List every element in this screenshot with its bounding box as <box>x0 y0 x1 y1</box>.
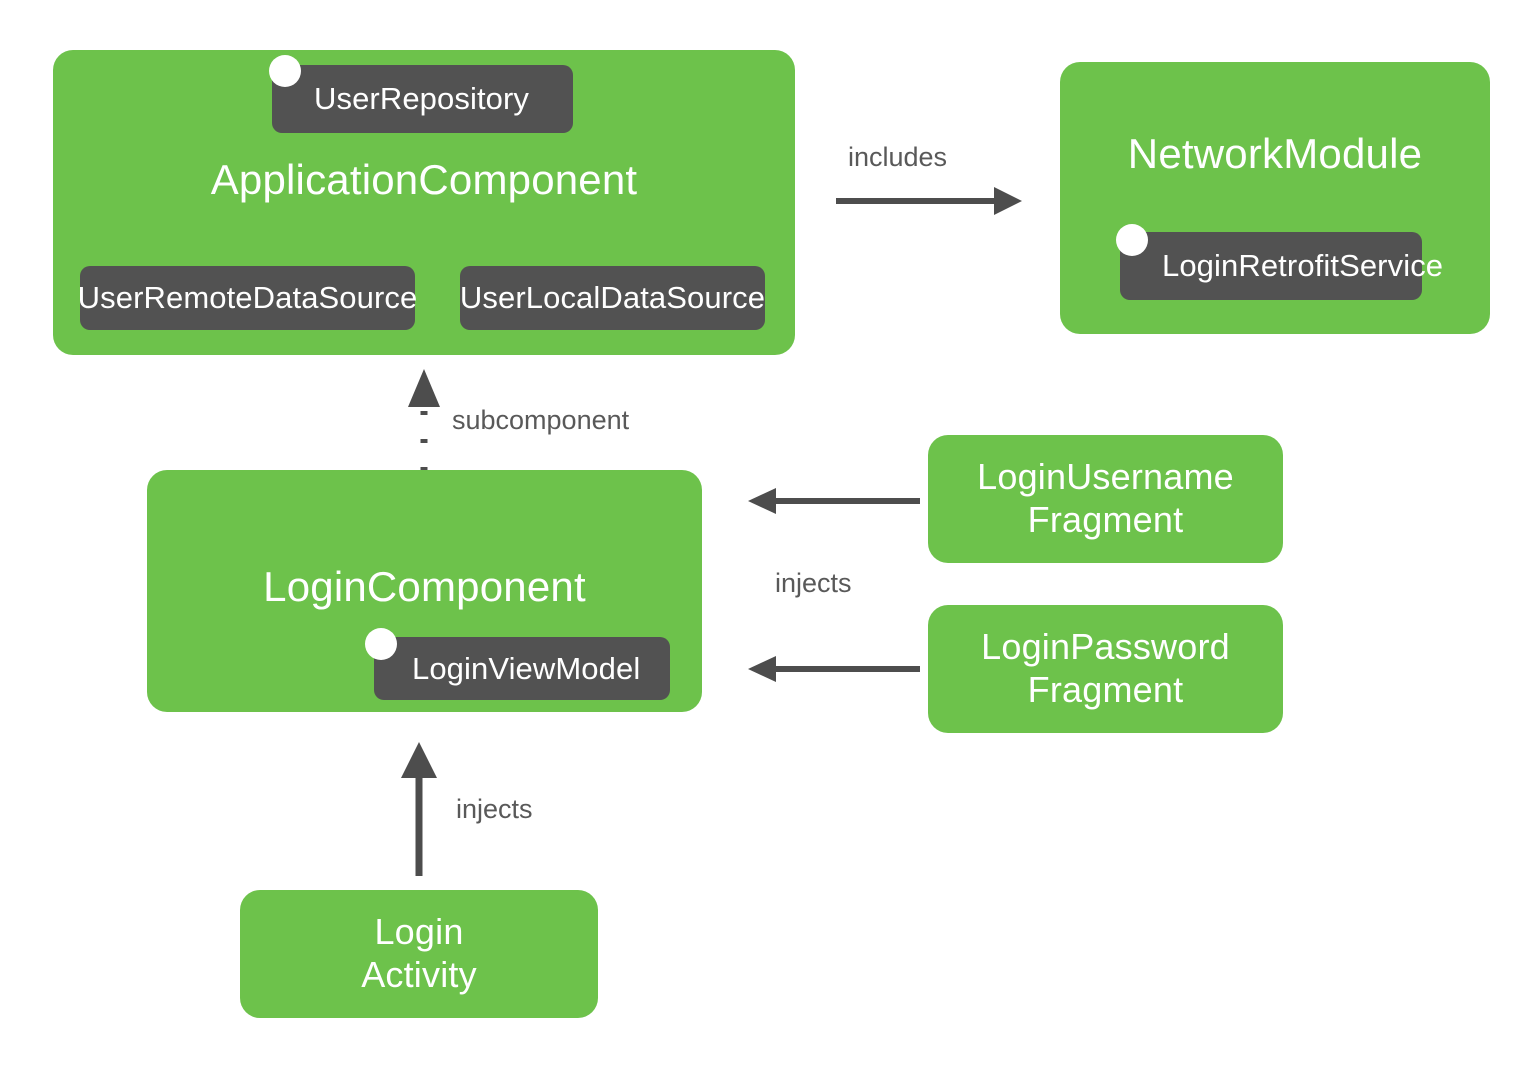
edge-label-includes: includes <box>848 142 948 172</box>
edge-subcomponent <box>404 365 444 473</box>
login-password-fragment-box[interactable]: LoginPassword Fragment <box>928 605 1283 733</box>
dependency-chip-login-view-model[interactable]: LoginViewModel <box>374 637 670 700</box>
login-component-title: LoginComponent <box>263 563 586 610</box>
dependency-chip-label: UserRepository <box>314 81 530 116</box>
edge-injects-password <box>748 655 920 683</box>
login-username-fragment-title: LoginUsername Fragment <box>977 456 1234 541</box>
dependency-chip-label: LoginViewModel <box>412 650 641 686</box>
login-activity-title: Login Activity <box>361 911 477 996</box>
login-username-fragment-box[interactable]: LoginUsername Fragment <box>928 435 1283 563</box>
dependency-chip-label: UserLocalDataSource <box>459 280 766 315</box>
login-activity-box[interactable]: Login Activity <box>240 890 598 1018</box>
dependency-chip-label: LoginRetrofitService <box>1162 248 1444 283</box>
provision-dot-icon-login-view-model <box>365 628 397 660</box>
dependency-chip-user-remote-data-source[interactable]: UserRemoteDataSource <box>77 266 418 330</box>
dependency-chip-user-local-data-source[interactable]: UserLocalDataSource <box>460 266 765 330</box>
edge-includes <box>836 186 1022 216</box>
provision-dot-icon-user-repository <box>269 55 301 87</box>
edge-label-subcomponent: subcomponent <box>452 405 630 435</box>
edge-injects-username <box>748 487 920 515</box>
dependency-chip-login-retrofit-service[interactable]: LoginRetrofitService <box>1120 232 1443 300</box>
edge-injects-activity <box>399 742 439 876</box>
dependency-chip-label: UserRemoteDataSource <box>77 280 418 315</box>
edge-label-injects-activity: injects <box>456 794 533 824</box>
provision-dot-icon-login-retrofit-service <box>1116 224 1148 256</box>
edge-label-injects-fragments: injects <box>775 568 852 598</box>
login-password-fragment-title: LoginPassword Fragment <box>981 626 1230 711</box>
dependency-chip-user-repository[interactable]: UserRepository <box>272 65 573 133</box>
network-module-title: NetworkModule <box>1127 130 1423 177</box>
application-component-title: ApplicationComponent <box>210 156 638 203</box>
